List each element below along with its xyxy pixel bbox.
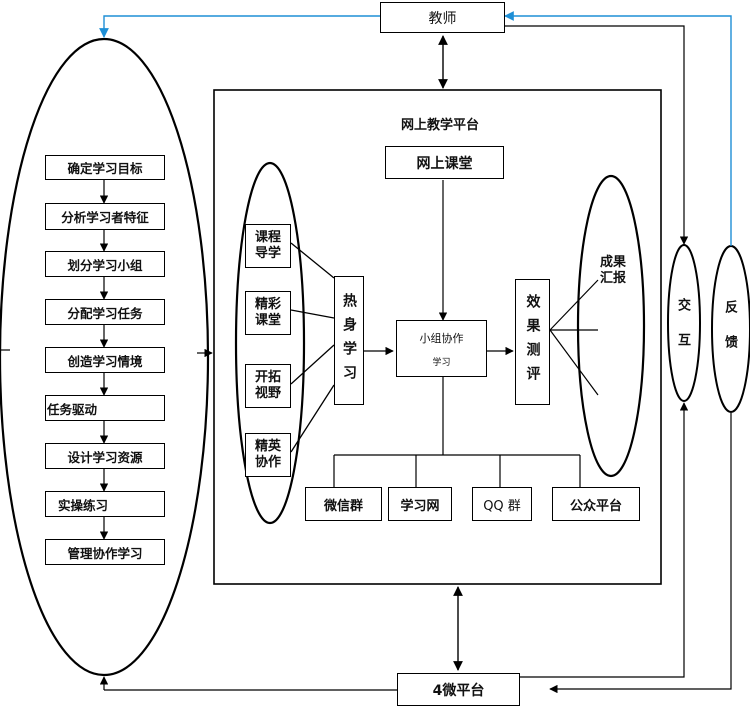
step-5: 创造学习情境 <box>45 347 165 373</box>
group-collab-box: 小组协作 学习 <box>396 320 487 377</box>
micro-to-interaction <box>520 402 689 678</box>
interaction-ellipse <box>667 244 701 402</box>
modules-ellipse <box>234 161 306 525</box>
online-class-box: 网上课堂 <box>385 146 504 179</box>
step-7: 设计学习资源 <box>45 443 165 469</box>
feedback-to-micro <box>549 413 732 694</box>
group-collab-sub: 学习 <box>432 357 451 368</box>
module-2: 精彩课堂 <box>245 291 291 335</box>
micro-platform-box: 4微平台 <box>397 673 520 706</box>
feedback-label: 反馈 <box>722 300 737 370</box>
step-9: 管理协作学习 <box>45 539 165 565</box>
hot-learning-box: 热身学习 <box>334 276 364 405</box>
effect-fan-lines <box>549 279 599 396</box>
interaction-label: 交互 <box>675 298 690 368</box>
platform-title: 网上教学平台 <box>400 118 479 133</box>
channel-tree <box>333 377 581 487</box>
step-4: 分配学习任务 <box>45 299 165 325</box>
step-2: 分析学习者特征 <box>45 203 165 230</box>
module-links <box>290 242 335 453</box>
teacher-box: 教师 <box>380 2 505 33</box>
step-8: 实操练习 <box>45 491 165 517</box>
teacher-to-interaction <box>505 25 689 245</box>
channel-wechat: 微信群 <box>305 487 382 521</box>
channel-qq: QQ 群 <box>472 487 532 521</box>
platform-frame <box>213 89 662 585</box>
teacher-blue-right <box>504 11 732 246</box>
step-1: 确定学习目标 <box>45 155 165 180</box>
step-6: 任务驱动 <box>45 395 165 421</box>
group-collab-label: 小组协作 <box>419 331 464 345</box>
module-3: 开拓视野 <box>245 364 291 408</box>
module-4: 精英协作 <box>245 433 291 477</box>
channel-public: 公众平台 <box>552 487 640 521</box>
channel-study-web: 学习网 <box>388 487 452 521</box>
module-1: 课程导学 <box>245 224 291 268</box>
results-ellipse <box>576 174 646 478</box>
teacher-blue-left <box>99 15 380 38</box>
step-3: 划分学习小组 <box>45 251 165 277</box>
results-report-label: 成果汇报 <box>599 255 626 286</box>
effect-test-box: 效果测评 <box>515 279 550 405</box>
